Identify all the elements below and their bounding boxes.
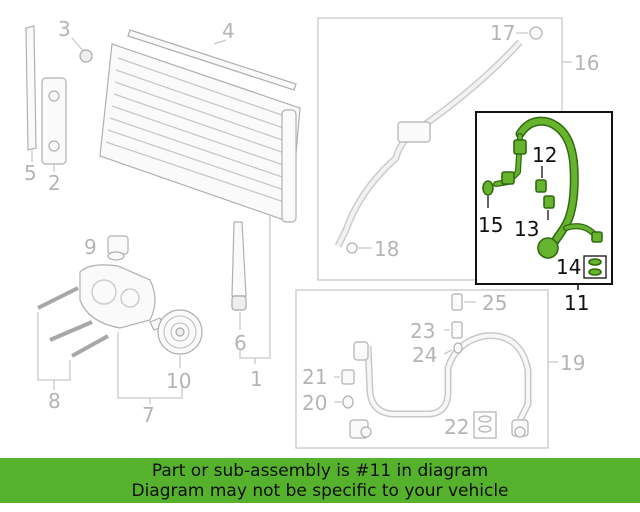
hose-box-16[interactable] [317, 17, 572, 281]
hose-box-11[interactable] [475, 111, 613, 290]
callout-16[interactable]: 16 [574, 51, 599, 75]
compressor-assembly[interactable] [37, 235, 203, 404]
callout-13[interactable]: 13 [514, 217, 539, 241]
callout-18[interactable]: 18 [374, 237, 399, 261]
callout-23[interactable]: 23 [410, 319, 435, 343]
hose-box-19[interactable] [295, 289, 558, 449]
callout-6[interactable]: 6 [234, 331, 247, 355]
callout-20[interactable]: 20 [302, 391, 327, 415]
banner-line-1: Part or sub-assembly is #11 in diagram [151, 460, 489, 481]
callout-3[interactable]: 3 [58, 17, 71, 41]
callout-10[interactable]: 10 [166, 369, 191, 393]
condenser-assembly[interactable] [25, 25, 301, 364]
callout-22[interactable]: 22 [444, 415, 469, 439]
callout-21[interactable]: 21 [302, 365, 327, 389]
callout-17[interactable]: 17 [490, 21, 515, 45]
callout-19[interactable]: 19 [560, 351, 585, 375]
callout-4[interactable]: 4 [222, 19, 235, 43]
callout-1[interactable]: 1 [250, 367, 263, 391]
banner-line-2: Diagram may not be specific to your vehi… [131, 480, 509, 501]
callout-11[interactable]: 11 [564, 291, 589, 315]
parts-diagram: 1 2 3 4 5 6 7 8 9 10 11 12 13 14 15 16 1… [24, 17, 613, 449]
callout-9[interactable]: 9 [84, 235, 97, 259]
callout-12[interactable]: 12 [532, 143, 557, 167]
callout-14[interactable]: 14 [556, 255, 581, 279]
callout-2[interactable]: 2 [48, 171, 61, 195]
callout-7[interactable]: 7 [142, 403, 155, 427]
callout-15[interactable]: 15 [478, 213, 503, 237]
callout-25[interactable]: 25 [482, 291, 507, 315]
info-banner: Part or sub-assembly is #11 in diagram D… [0, 458, 640, 503]
callout-5[interactable]: 5 [24, 161, 37, 185]
callout-24[interactable]: 24 [412, 343, 437, 367]
callout-8[interactable]: 8 [48, 389, 61, 413]
